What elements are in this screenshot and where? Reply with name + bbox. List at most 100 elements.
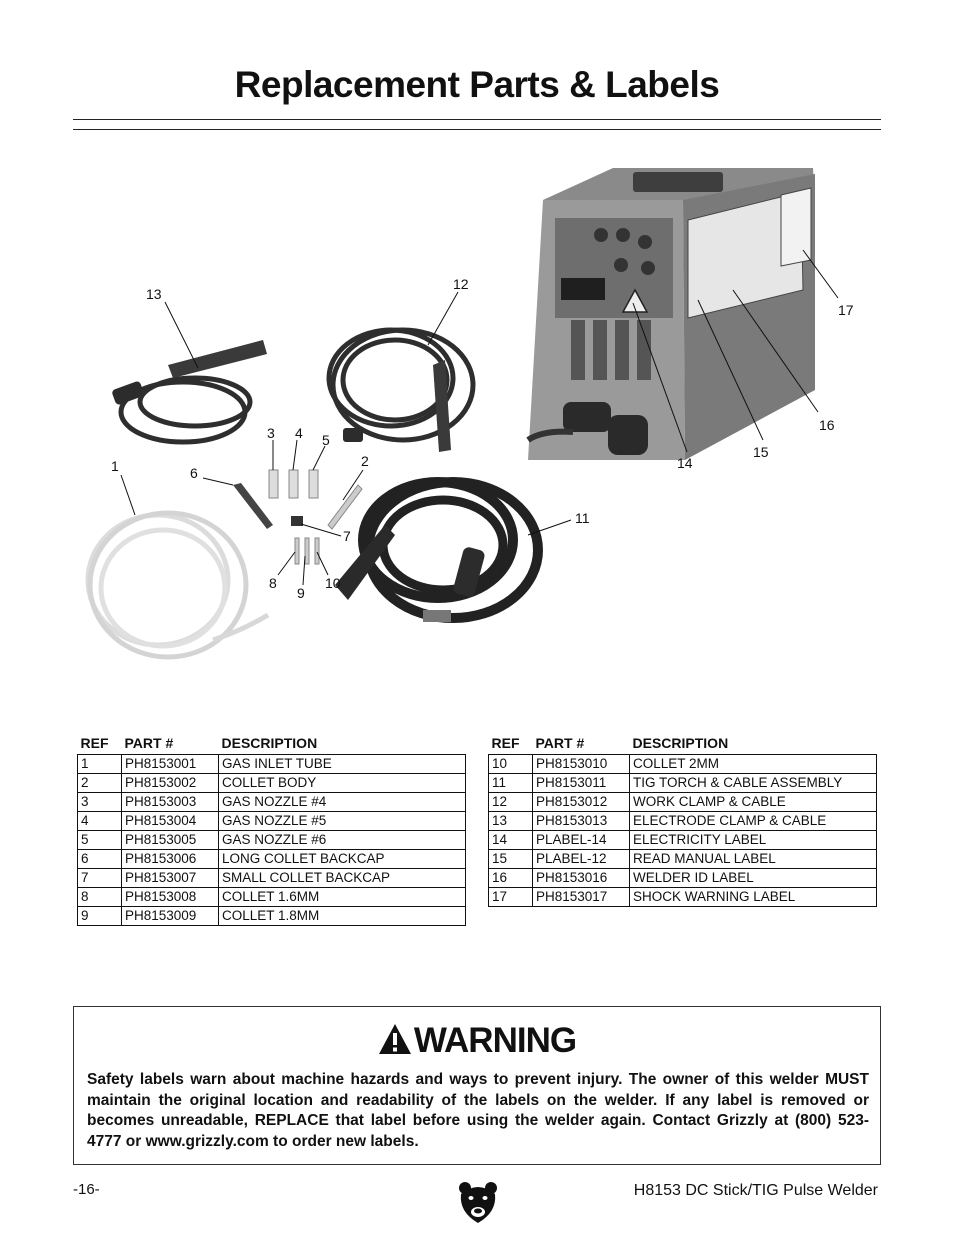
callout-17: 17 xyxy=(838,302,854,318)
callout-9: 9 xyxy=(297,585,305,601)
ref-cell: 15 xyxy=(488,849,533,869)
callout-13: 13 xyxy=(146,286,162,302)
col-description-header: DESCRIPTION xyxy=(632,735,729,751)
ref-cell: 6 xyxy=(77,849,122,869)
description-cell: COLLET BODY xyxy=(218,773,466,793)
work-clamp-cable xyxy=(326,327,476,452)
part-number-cell: PH8153008 xyxy=(121,887,219,907)
warning-box: WARNING Safety labels warn about machine… xyxy=(73,1006,881,1165)
description-cell: COLLET 2MM xyxy=(629,754,877,774)
part-number-cell: PH8153006 xyxy=(121,849,219,869)
description-cell: WELDER ID LABEL xyxy=(629,868,877,888)
footer-title: H8153 DC Stick/TIG Pulse Welder xyxy=(633,1182,878,1199)
ref-cell: 1 xyxy=(77,754,122,774)
ref-cell: 14 xyxy=(488,830,533,850)
callout-2: 2 xyxy=(361,453,369,469)
ref-cell: 8 xyxy=(77,887,122,907)
part-number-cell: PH8153003 xyxy=(121,792,219,812)
description-cell: READ MANUAL LABEL xyxy=(629,849,877,869)
parts-figure: 1 2 3 4 5 6 7 8 9 10 11 12 13 14 15 16 1… xyxy=(73,140,883,710)
callout-3: 3 xyxy=(267,425,275,441)
callout-5: 5 xyxy=(322,432,330,448)
ref-cell: 11 xyxy=(488,773,533,793)
callout-labels: 1 2 3 4 5 6 7 8 9 10 11 12 13 14 15 16 1… xyxy=(111,276,854,601)
col-part-header: PART # xyxy=(124,735,174,751)
small-parts xyxy=(233,469,363,565)
welder-machine xyxy=(526,168,815,460)
table-header-row: REF PART # DESCRIPTION xyxy=(78,735,466,755)
callout-1: 1 xyxy=(111,458,119,474)
description-cell: ELECTRICITY LABEL xyxy=(629,830,877,850)
ref-cell: 10 xyxy=(488,754,533,774)
description-cell: GAS NOZZLE #5 xyxy=(218,811,466,831)
ref-cell: 12 xyxy=(488,792,533,812)
description-cell: ELECTRODE CLAMP & CABLE xyxy=(629,811,877,831)
part-number-cell: PH8153010 xyxy=(532,754,630,774)
part-number-cell: PH8153012 xyxy=(532,792,630,812)
ref-cell: 13 xyxy=(488,811,533,831)
part-number-cell: PH8153004 xyxy=(121,811,219,831)
description-cell: GAS NOZZLE #4 xyxy=(218,792,466,812)
col-ref-header: REF xyxy=(80,735,109,751)
part-number-cell: PH8153009 xyxy=(121,906,219,926)
col-part-header: PART # xyxy=(535,735,585,751)
warning-heading: WARNING xyxy=(74,1021,880,1061)
warning-text: Safety labels warn about machine hazards… xyxy=(87,1071,869,1150)
parts-illustration: 1 2 3 4 5 6 7 8 9 10 11 12 13 14 15 16 1… xyxy=(85,168,854,660)
callout-4: 4 xyxy=(295,425,303,441)
description-cell: SMALL COLLET BACKCAP xyxy=(218,868,466,888)
description-cell: LONG COLLET BACKCAP xyxy=(218,849,466,869)
part-number-cell: PLABEL-12 xyxy=(532,849,630,869)
ref-cell: 9 xyxy=(77,906,122,926)
grizzly-bear-logo-icon xyxy=(459,1182,497,1223)
part-number-cell: PH8153001 xyxy=(121,754,219,774)
description-cell: WORK CLAMP & CABLE xyxy=(629,792,877,812)
ref-cell: 16 xyxy=(488,868,533,888)
part-number-cell: PH8153005 xyxy=(121,830,219,850)
ref-cell: 7 xyxy=(77,868,122,888)
callout-7: 7 xyxy=(343,528,351,544)
part-number-cell: PH8153007 xyxy=(121,868,219,888)
part-number-cell: PH8153016 xyxy=(532,868,630,888)
description-cell: COLLET 1.8MM xyxy=(218,906,466,926)
electrode-clamp-cable xyxy=(112,340,267,445)
title-rule-bottom xyxy=(73,129,881,130)
description-cell: COLLET 1.6MM xyxy=(218,887,466,907)
col-description-header: DESCRIPTION xyxy=(221,735,318,751)
callout-6: 6 xyxy=(190,465,198,481)
title-rule-top xyxy=(73,119,881,120)
callout-leaders xyxy=(120,249,839,586)
gas-inlet-tube xyxy=(85,510,270,660)
ref-cell: 2 xyxy=(77,773,122,793)
callout-12: 12 xyxy=(453,276,469,292)
description-cell: GAS NOZZLE #6 xyxy=(218,830,466,850)
description-cell: TIG TORCH & CABLE ASSEMBLY xyxy=(629,773,877,793)
ref-cell: 5 xyxy=(77,830,122,850)
ref-cell: 4 xyxy=(77,811,122,831)
page-number: -16- xyxy=(73,1181,100,1198)
ref-cell: 3 xyxy=(77,792,122,812)
part-number-cell: PH8153017 xyxy=(532,887,630,907)
callout-16: 16 xyxy=(819,417,835,433)
part-number-cell: PLABEL-14 xyxy=(532,830,630,850)
table-header-row: REF PART # DESCRIPTION xyxy=(489,735,877,755)
part-number-cell: PH8153002 xyxy=(121,773,219,793)
callout-14: 14 xyxy=(677,455,693,471)
